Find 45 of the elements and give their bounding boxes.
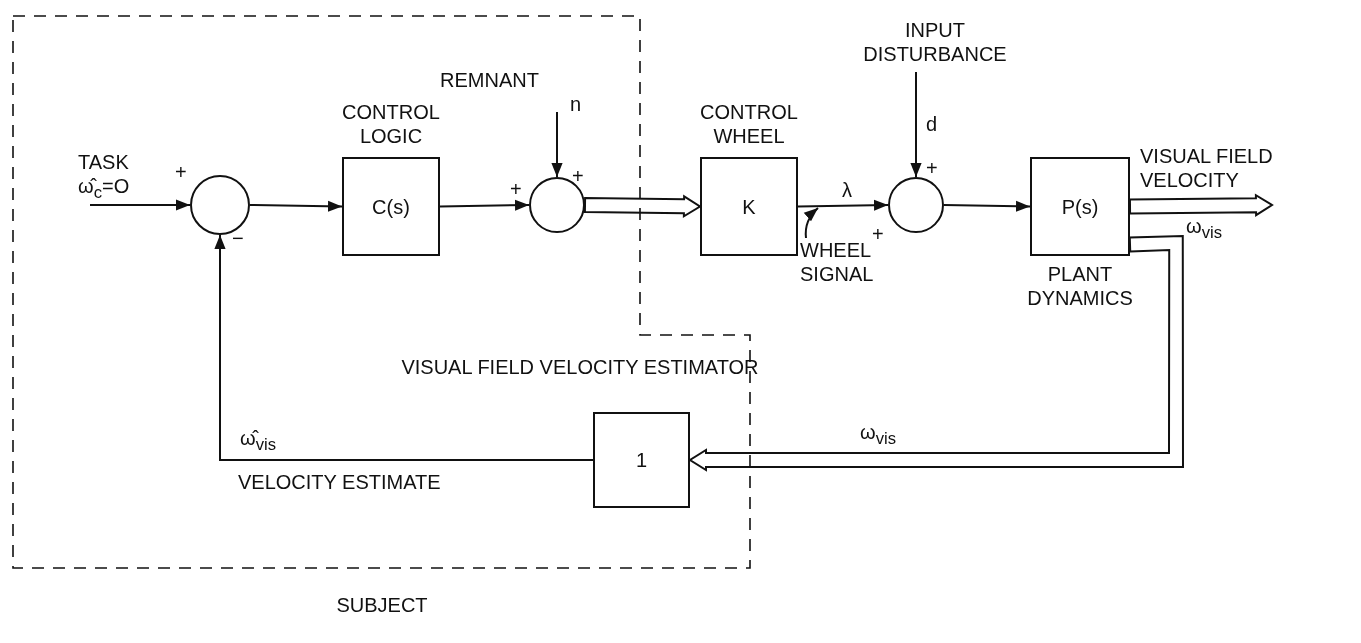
diagram-label: REMNANT	[440, 68, 540, 92]
diagram-label: +	[872, 222, 885, 246]
diagram-label: +	[175, 160, 188, 184]
transfer-function: K	[742, 194, 756, 219]
edge-label: TASK ω̂$_{c}$=O	[78, 150, 131, 204]
arrow	[943, 200, 1031, 212]
block-caption: CONTROL WHEEL	[699, 100, 799, 148]
diagram-label: +	[926, 156, 939, 180]
arrow	[89, 199, 191, 211]
block-caption: VISUAL FIELD VELOCITY ESTIMATOR	[400, 355, 760, 379]
diagram-label: +	[572, 164, 585, 188]
edge-label: ω̂$_{vis}$	[240, 426, 277, 456]
hollow-arrow	[688, 234, 1184, 472]
arrow	[551, 111, 563, 178]
signal-label: WHEEL SIGNAL	[800, 239, 875, 286]
arrow	[249, 200, 343, 212]
diagram-label: VELOCITY ESTIMATE	[238, 470, 442, 494]
region-label: SUBJECT	[335, 593, 429, 617]
hollow-arrow	[1128, 193, 1274, 217]
arrow	[439, 199, 530, 211]
diagram-label: −	[232, 226, 245, 250]
transfer-function: C(s)	[372, 194, 410, 219]
summing-junction	[888, 177, 944, 233]
edge-label: n	[570, 92, 583, 116]
arrow	[910, 71, 922, 178]
diagram-label: ω$_{vis}$	[1186, 214, 1223, 244]
block-caption: CONTROL LOGIC	[341, 100, 441, 148]
transfer-function: 1	[635, 448, 648, 472]
block-box	[1030, 157, 1130, 256]
edge-label: ω$_{vis}$	[860, 420, 897, 450]
transfer-function: P(s)	[1061, 194, 1099, 219]
hollow-arrow	[583, 194, 702, 219]
summing-junction	[190, 175, 250, 235]
diagram-label: INPUT DISTURBANCE	[862, 18, 1008, 66]
block-caption: PLANT DYNAMICS	[1026, 262, 1134, 310]
block-box	[593, 412, 690, 508]
block-box	[342, 157, 440, 256]
arrow	[797, 199, 889, 211]
edge-label: d	[926, 112, 939, 136]
leader-line	[803, 207, 819, 239]
arrow	[214, 234, 594, 461]
block-box	[700, 157, 798, 256]
diagram-label: +	[510, 177, 523, 201]
edge-label: VISUAL FIELD VELOCITY	[1140, 144, 1274, 192]
edge-label: λ	[842, 178, 853, 202]
